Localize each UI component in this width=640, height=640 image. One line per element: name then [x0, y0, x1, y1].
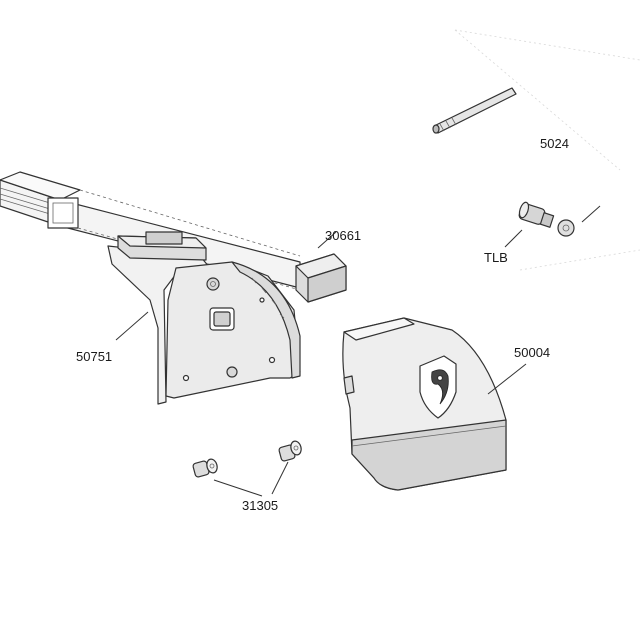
lock-leader: [504, 229, 523, 248]
end-cap-label: 30661: [325, 228, 361, 243]
foot-cover-part: [342, 317, 507, 491]
rod-label: 5024: [540, 136, 569, 151]
lock-label: TLB: [484, 250, 508, 265]
screws-leader: [213, 461, 289, 497]
rod-part: [432, 87, 517, 134]
screw-right: [278, 440, 302, 462]
lock-part: [518, 201, 601, 237]
background-guides: [454, 29, 640, 271]
screws-label: 31305: [242, 498, 278, 513]
foot-pad-leader: [115, 311, 149, 341]
foot-pad-part: [107, 231, 301, 405]
foot-cover-label: 50004: [514, 345, 550, 360]
foot-pad-label: 50751: [76, 349, 112, 364]
foot-cover-leader: [487, 363, 527, 395]
screw-left: [192, 458, 218, 478]
end-cap-leader: [317, 231, 337, 249]
end-cap-part: [295, 253, 347, 303]
